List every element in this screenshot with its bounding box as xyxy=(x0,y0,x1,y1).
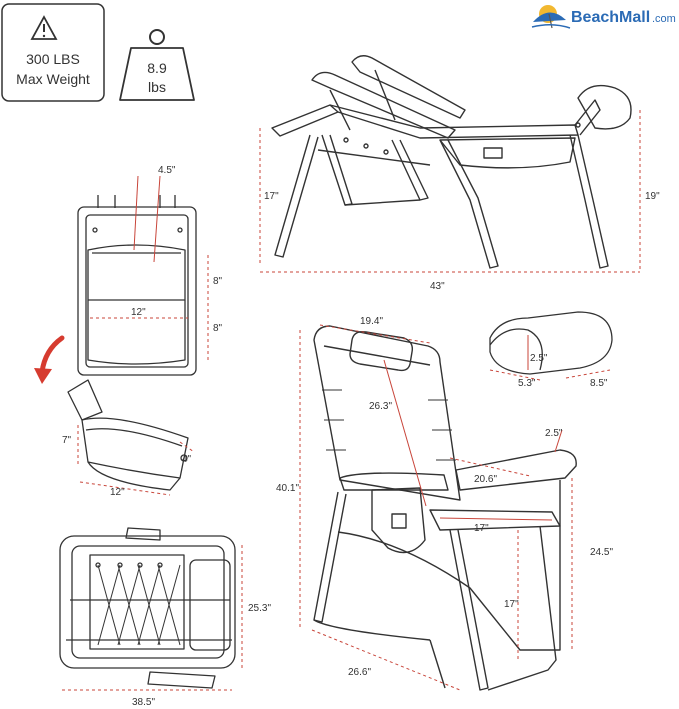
pillow-drawing xyxy=(489,311,613,375)
dim-armrest-thickness: 2.5" xyxy=(545,428,563,439)
reclined-chair-drawing xyxy=(271,55,632,269)
pillow-dimension-lines xyxy=(489,335,611,381)
dim-pouch-height-upper: 8" xyxy=(213,276,223,287)
max-weight-label: Max Weight xyxy=(16,71,90,87)
dim-seat-height: 17" xyxy=(504,599,519,610)
brand-logo[interactable]: BeachMall .com xyxy=(531,5,676,29)
dim-cooler-width: 12" xyxy=(110,487,125,498)
beach-umbrella-icon xyxy=(531,5,571,29)
folded-dimension-lines xyxy=(62,545,243,691)
back-pouch-drawing xyxy=(77,195,197,376)
dim-seat-depth: 17" xyxy=(474,523,489,534)
dim-total-height: 40.1" xyxy=(276,483,299,494)
dim-pillow-depth: 5.3" xyxy=(518,378,536,389)
dim-cooler-height: 7" xyxy=(62,435,72,446)
dim-pouch-top-depth: 4.5" xyxy=(158,165,176,176)
arrow-icon xyxy=(34,335,65,384)
dim-folded-height: 25.3" xyxy=(248,603,271,614)
dim-folded-width: 38.5" xyxy=(132,697,155,708)
dim-reclined-height-front: 17" xyxy=(264,191,279,202)
pouch-dimension-lines xyxy=(90,175,209,360)
reclined-dimension-lines xyxy=(259,110,641,273)
chair-weight-icon: 8.9 lbs xyxy=(119,29,195,101)
max-weight-badge: 300 LBS Max Weight xyxy=(1,3,105,102)
brand-tld: .com xyxy=(652,13,676,25)
cooler-bag-drawing xyxy=(67,379,189,491)
max-weight-value: 300 LBS xyxy=(26,51,80,67)
warning-icon xyxy=(30,15,58,40)
chair-weight-value: 8.9 xyxy=(147,60,167,76)
upright-dimension-lines xyxy=(299,324,573,691)
chair-weight-unit: lbs xyxy=(148,79,166,95)
dim-pouch-height-lower: 8" xyxy=(213,323,223,334)
brand-name: BeachMall xyxy=(571,9,650,26)
dim-base-width: 26.6" xyxy=(348,667,371,678)
dim-armrest-length: 20.6" xyxy=(474,474,497,485)
dim-seat-back-width: 19.4" xyxy=(360,316,383,327)
dim-arm-height: 24.5" xyxy=(590,547,613,558)
dim-reclined-length: 43" xyxy=(430,281,445,292)
dim-cooler-depth: 4" xyxy=(182,454,192,465)
dim-backrest-height: 26.3" xyxy=(369,401,392,412)
dim-pillow-width: 8.5" xyxy=(590,378,608,389)
upright-chair-drawing xyxy=(313,325,577,691)
dim-pillow-height: 2.5" xyxy=(530,353,548,364)
dim-pouch-width: 12" xyxy=(131,307,146,318)
dim-reclined-height-back: 19" xyxy=(645,191,660,202)
cooler-dimension-lines xyxy=(77,425,195,496)
folded-chair-drawing xyxy=(59,527,236,689)
